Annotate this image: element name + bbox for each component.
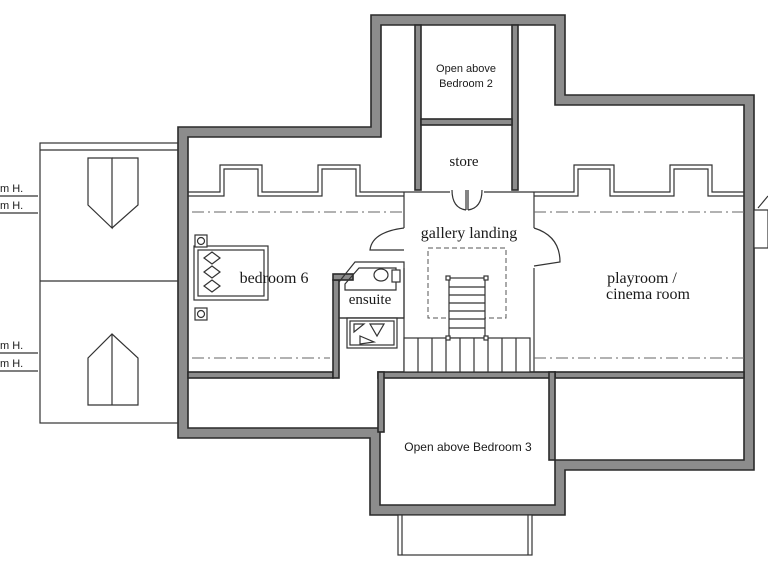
label-bedroom-6: bedroom 6 — [240, 270, 309, 287]
label-open-above-bedroom-2-line2: Bedroom 2 — [439, 78, 493, 90]
left-annex — [39, 142, 179, 424]
store-doors — [451, 189, 483, 211]
ridge-lines — [192, 211, 744, 359]
wall-b3-left — [377, 371, 385, 433]
ensuite-fittings — [338, 261, 405, 349]
bottom-porch — [397, 514, 533, 556]
label-ensuite: ensuite — [349, 292, 392, 308]
dimension-label: m H. — [0, 358, 23, 370]
label-open-above-bedroom-2-line1: Open above — [436, 63, 496, 75]
label-playroom-line2: cinema room — [606, 286, 691, 303]
wall-b3-right — [548, 371, 556, 461]
dimension-labels: m H. m H. m H. m H. — [0, 183, 23, 370]
wall-lower-right — [554, 371, 745, 379]
dimension-lines — [0, 195, 38, 372]
dimension-label: m H. — [0, 340, 23, 352]
outer-wall — [177, 14, 755, 516]
wall-store-left — [414, 24, 422, 191]
landing-arcs — [369, 227, 561, 267]
dormer-windows — [188, 164, 744, 197]
label-playroom-line1: playroom / — [607, 270, 677, 287]
dimension-label: m H. — [0, 200, 23, 212]
label-store: store — [449, 154, 479, 170]
wall-ensuite-left — [332, 279, 340, 379]
stairs — [403, 275, 531, 373]
bed-icon — [193, 234, 269, 321]
wall-store-right — [511, 24, 519, 191]
shower-tray-icon — [346, 317, 398, 349]
toilet-icon — [373, 268, 389, 282]
label-open-above-bedroom-3: Open above Bedroom 3 — [404, 440, 532, 454]
wall-store-mid — [420, 118, 513, 126]
wall-lower-centre — [377, 371, 556, 379]
label-gallery-landing: gallery landing — [421, 225, 517, 242]
dimension-label: m H. — [0, 183, 23, 195]
wall-lower-band — [187, 371, 334, 379]
right-stub — [753, 195, 768, 249]
